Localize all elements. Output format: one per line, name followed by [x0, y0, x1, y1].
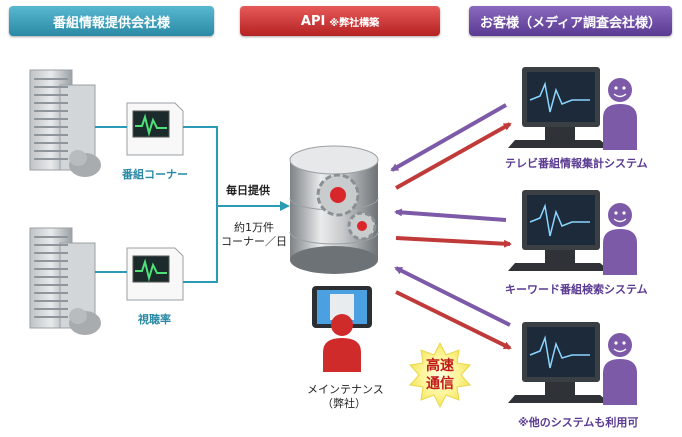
provider-header-text: 番組情報提供会社様: [52, 15, 170, 31]
user-icon-keyword-system: [603, 203, 637, 275]
customer-header: お客様（メディア調査会社様）: [469, 6, 672, 36]
system-label-keyword: キーワード番組検索システム: [505, 283, 648, 296]
document-icon-rating: [126, 247, 184, 301]
api-header-note: ※弊社構築: [329, 17, 380, 29]
document-icon-program: [126, 102, 184, 156]
building-icon-bottom: [29, 227, 101, 335]
maintenance-label-line2: （弊社）: [322, 397, 366, 410]
high-speed-label-line2: 通信: [426, 376, 454, 392]
system-label-tv: テレビ番組情報集計システム: [505, 157, 648, 170]
doc-label-program: 番組コーナー: [122, 168, 188, 181]
maintenance-person-icon: [323, 314, 361, 372]
daily-provision-label: 毎日提供: [226, 184, 270, 197]
system-label-other: ※他のシステムも利用可: [518, 416, 639, 429]
building-icon-top: [29, 69, 101, 177]
volume-label-line2: コーナー／日: [221, 235, 287, 248]
provider-connectors: [95, 126, 290, 283]
maintenance-label-line1: メインテナンス: [307, 383, 384, 396]
monitor-icon-tv-system: [508, 67, 610, 148]
high-speed-label: 高速 通信: [420, 357, 460, 393]
doc-label-rating: 視聴率: [138, 313, 171, 326]
user-icon-other-system: [603, 333, 637, 405]
monitor-icon-keyword-system: [508, 190, 610, 271]
user-icon-tv-system: [603, 78, 637, 150]
server-icon: [289, 145, 379, 274]
provider-header: 番組情報提供会社様: [9, 6, 214, 36]
maintenance-tablet-icon: [312, 286, 372, 328]
api-header-text: API: [300, 13, 326, 29]
volume-label-line1: 約1万件: [234, 221, 274, 234]
customer-header-text: お客様（メディア調査会社様）: [479, 15, 662, 31]
monitor-icon-other-system: [508, 322, 610, 403]
api-arrows: [390, 103, 512, 350]
api-header: API ※弊社構築: [240, 6, 440, 36]
high-speed-label-line1: 高速: [426, 358, 454, 374]
high-speed-burst-icon: [409, 341, 471, 409]
